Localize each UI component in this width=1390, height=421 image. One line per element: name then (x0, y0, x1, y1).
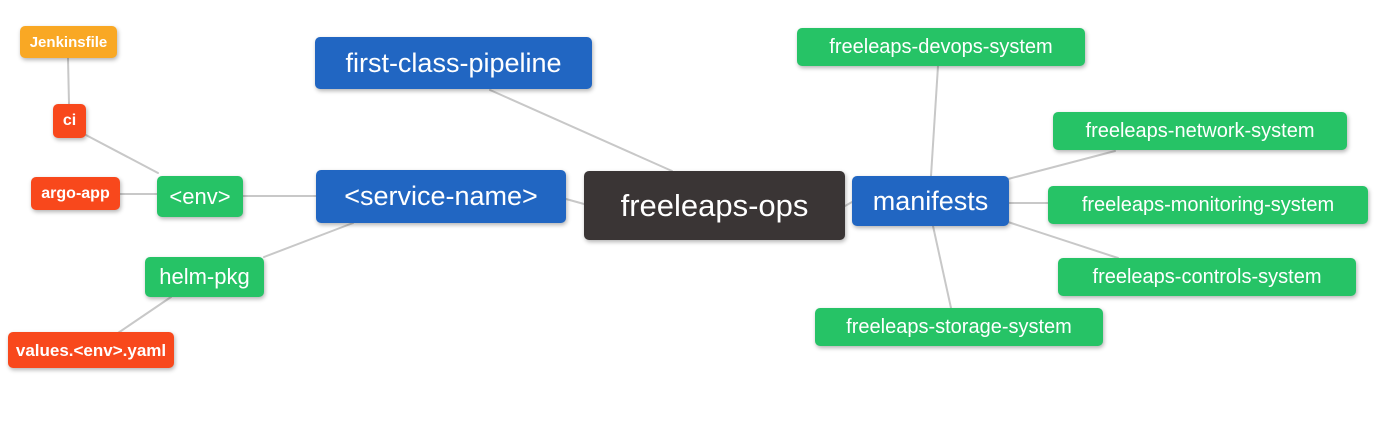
edge-values-helmpkg (117, 296, 172, 334)
edge-jenkinsfile-ci (67, 57, 70, 105)
node-freeleaps-storage-system[interactable]: freeleaps-storage-system (815, 308, 1103, 346)
edge-pipeline-root (489, 89, 673, 172)
node-first-class-pipeline[interactable]: first-class-pipeline (315, 37, 592, 89)
node-values-env-yaml[interactable]: values.<env>.yaml (8, 332, 174, 368)
node-freeleaps-network-system[interactable]: freeleaps-network-system (1053, 112, 1347, 150)
edge-manifests-storage (932, 225, 952, 309)
node-helm-pkg[interactable]: helm-pkg (145, 257, 264, 297)
edge-manifests-network (1007, 150, 1116, 180)
edge-root-manifests (844, 201, 853, 207)
node-freeleaps-controls-system[interactable]: freeleaps-controls-system (1058, 258, 1356, 296)
node-jenkinsfile[interactable]: Jenkinsfile (20, 26, 117, 58)
edge-manifests-devops (930, 65, 939, 177)
edge-servicename-root (565, 198, 585, 205)
node-freeleaps-monitoring-system[interactable]: freeleaps-monitoring-system (1048, 186, 1368, 224)
edge-manifests-controls (1007, 221, 1119, 259)
node-freeleaps-ops-root[interactable]: freeleaps-ops (584, 171, 845, 240)
node-ci[interactable]: ci (53, 104, 86, 138)
node-env[interactable]: <env> (157, 176, 243, 217)
node-service-name[interactable]: <service-name> (316, 170, 566, 223)
node-freeleaps-devops-system[interactable]: freeleaps-devops-system (797, 28, 1085, 66)
node-argo-app[interactable]: argo-app (31, 177, 120, 210)
edge-helmpkg-servicename (263, 222, 354, 258)
node-manifests[interactable]: manifests (852, 176, 1009, 226)
edge-ci-env (83, 133, 159, 174)
